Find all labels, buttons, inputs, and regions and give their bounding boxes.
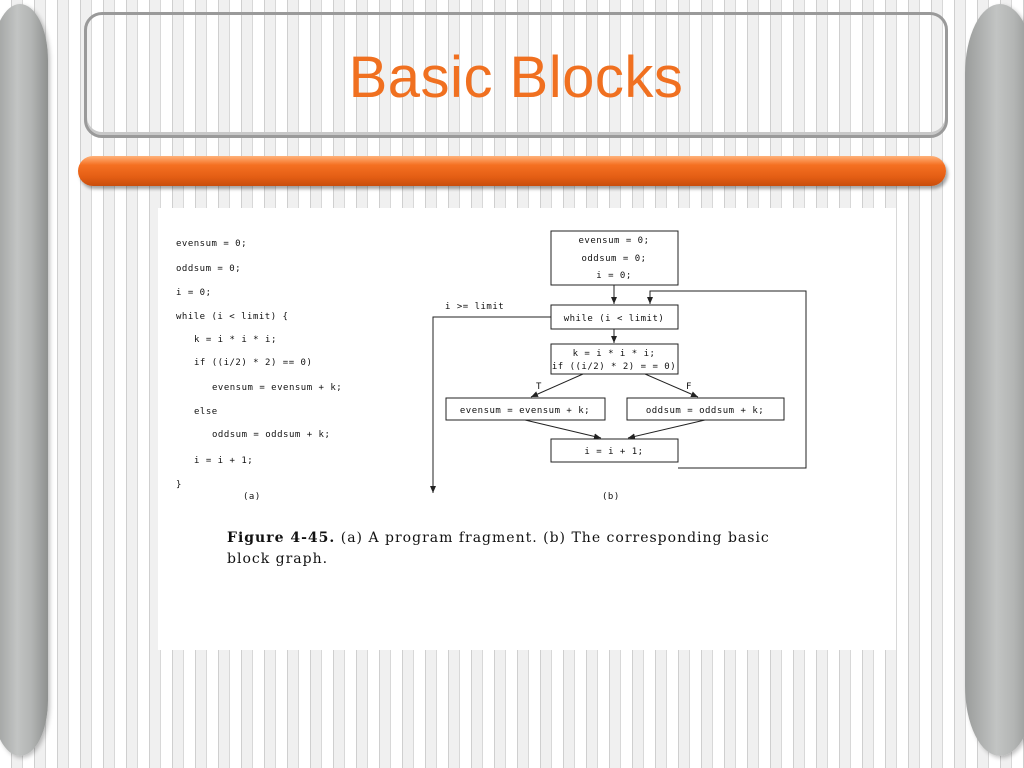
code-line: if ((i/2) * 2) == 0): [194, 358, 312, 368]
title-frame: [84, 12, 948, 138]
code-line: oddsum = oddsum + k;: [212, 430, 330, 440]
code-line: i = 0;: [176, 288, 212, 298]
init-line: evensum = 0;: [578, 236, 649, 246]
false-block: [626, 397, 785, 421]
code-line: k = i * i * i;: [194, 335, 277, 345]
code-line: evensum = 0;: [176, 239, 247, 249]
code-line: else: [194, 407, 218, 417]
figure-number: Figure 4-45.: [227, 530, 336, 546]
increment-block-label: i = i + 1;: [584, 447, 643, 457]
body-line: if ((i/2) * 2) = = 0): [552, 362, 676, 372]
loop-block-label: while (i < limit): [564, 314, 665, 324]
true-label: T: [536, 382, 542, 392]
body-block: [550, 343, 679, 375]
exit-condition-label: i >= limit: [445, 302, 504, 312]
right-decorative-pillar: [965, 4, 1024, 756]
false-label: F: [686, 382, 692, 392]
code-line: oddsum = 0;: [176, 264, 241, 274]
figure-label-b: (b): [602, 492, 620, 502]
increment-block: [550, 438, 679, 463]
code-line: }: [176, 480, 182, 490]
figure-panel: evensum = 0; oddsum = 0; i = 0; while (i…: [158, 208, 896, 650]
accent-divider-bar: [78, 156, 946, 186]
figure-caption-text: (a) A program fragment. (b) The correspo…: [227, 530, 770, 567]
edge-true-branch: [530, 373, 584, 398]
slide-title: Basic Blocks: [348, 45, 684, 110]
edge-true-to-incr: [524, 419, 602, 440]
figure-label-a: (a): [243, 492, 261, 502]
edge-false-branch: [644, 373, 699, 398]
true-block-label: evensum = evensum + k;: [460, 406, 590, 416]
basic-block-graph: evensum = 0; oddsum = 0; i = 0; while (i…: [430, 230, 807, 502]
init-line: oddsum = 0;: [581, 254, 646, 264]
basic-block-figure: evensum = 0; oddsum = 0; i = 0; while (i…: [176, 230, 807, 502]
figure-caption: Figure 4-45. (a) A program fragment. (b)…: [227, 528, 787, 570]
code-line: evensum = evensum + k;: [212, 383, 342, 393]
program-fragment: evensum = 0; oddsum = 0; i = 0; while (i…: [176, 239, 342, 502]
loop-block: [550, 304, 679, 330]
edge-false-to-incr: [627, 419, 706, 440]
init-line: i = 0;: [596, 271, 632, 281]
left-decorative-pillar: [0, 4, 48, 756]
false-block-label: oddsum = oddsum + k;: [646, 406, 764, 416]
body-line: k = i * i * i;: [573, 349, 656, 359]
code-line: i = i + 1;: [194, 456, 253, 466]
edge-back-loop: [647, 290, 807, 469]
edge-exit: [430, 316, 551, 493]
code-line: while (i < limit) {: [176, 312, 288, 322]
